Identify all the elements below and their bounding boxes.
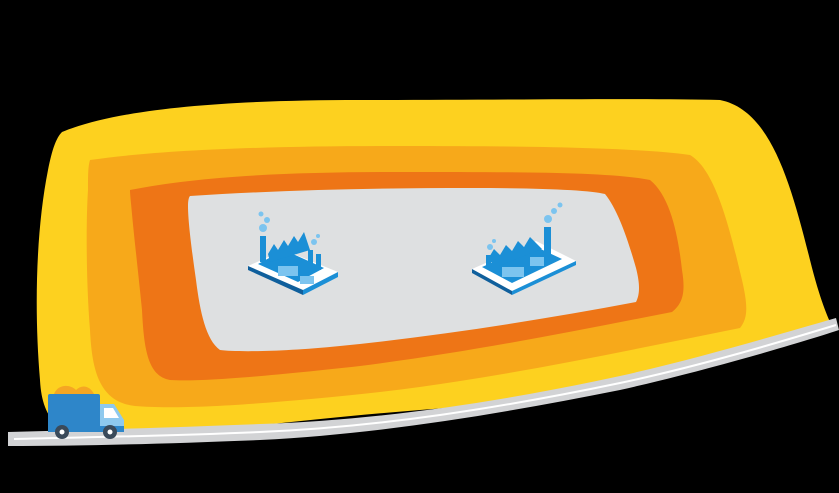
illustration-scene [0, 0, 839, 493]
